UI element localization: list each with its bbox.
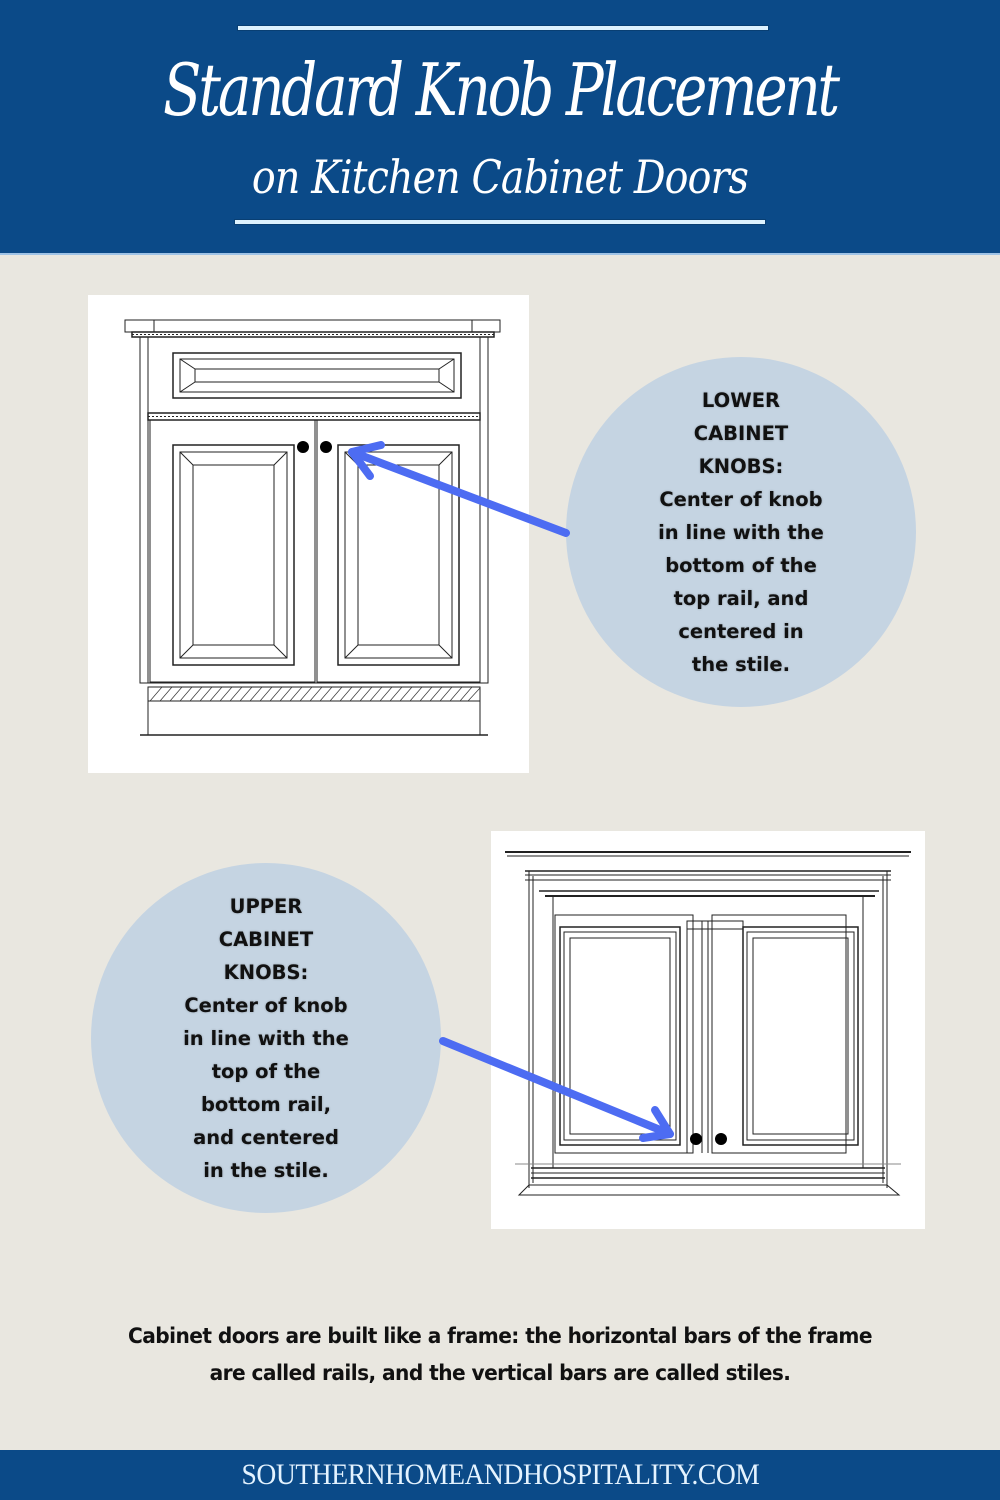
upper-cabinet-callout: UPPER CABINET KNOBS: Center of knob in l… [91, 863, 441, 1213]
callout-line: LOWER [701, 388, 781, 412]
page-title: Standard Knob Placement [163, 48, 840, 132]
callout-line: in the stile. [203, 1158, 329, 1182]
knob-right-door [320, 441, 332, 453]
header-rule-top [238, 26, 768, 30]
knob-left-door [690, 1133, 702, 1145]
note-line: Cabinet doors are built like a frame: th… [128, 1324, 873, 1348]
footer-site-link[interactable]: SOUTHERNHOMEANDHOSPITALITY.COM [241, 1458, 759, 1491]
callout-line: KNOBS: [698, 454, 784, 478]
page-subtitle: on Kitchen Cabinet Doors [251, 150, 749, 204]
callout-line: top of the [211, 1059, 321, 1083]
callout-line: centered in [678, 619, 804, 643]
upper-cabinet-illustration [491, 831, 925, 1229]
callout-line: in line with the [183, 1026, 349, 1050]
rails-stiles-note: Cabinet doors are built like a frame: th… [39, 1318, 961, 1392]
lower-cabinet-illustration [88, 295, 529, 773]
callout-line: Center of knob [659, 487, 823, 511]
callout-line: KNOBS: [223, 960, 309, 984]
header-banner: Standard Knob Placement on Kitchen Cabin… [0, 0, 1000, 255]
lower-cabinet-callout: LOWER CABINET KNOBS: Center of knob in l… [566, 357, 916, 707]
callout-line: UPPER [229, 894, 303, 918]
callout-line: bottom of the [665, 553, 817, 577]
callout-line: top rail, and [673, 586, 809, 610]
upper-callout-text: UPPER CABINET KNOBS: Center of knob in l… [183, 890, 349, 1187]
note-line: are called rails, and the vertical bars … [209, 1361, 791, 1385]
callout-line: bottom rail, [200, 1092, 332, 1116]
knob-left-door [297, 441, 309, 453]
knob-right-door [715, 1133, 727, 1145]
wall-cabinet-drawing-icon [505, 851, 911, 1196]
header-rule-bottom [235, 220, 765, 224]
callout-line: the stile. [691, 652, 791, 676]
callout-line: Center of knob [184, 993, 348, 1017]
footer-banner: SOUTHERNHOMEANDHOSPITALITY.COM [0, 1450, 1000, 1500]
callout-line: CABINET [218, 927, 314, 951]
callout-line: in line with the [658, 520, 824, 544]
callout-line: CABINET [693, 421, 789, 445]
base-cabinet-drawing-icon [124, 319, 501, 736]
callout-line: and centered [193, 1125, 339, 1149]
lower-callout-text: LOWER CABINET KNOBS: Center of knob in l… [658, 384, 824, 681]
